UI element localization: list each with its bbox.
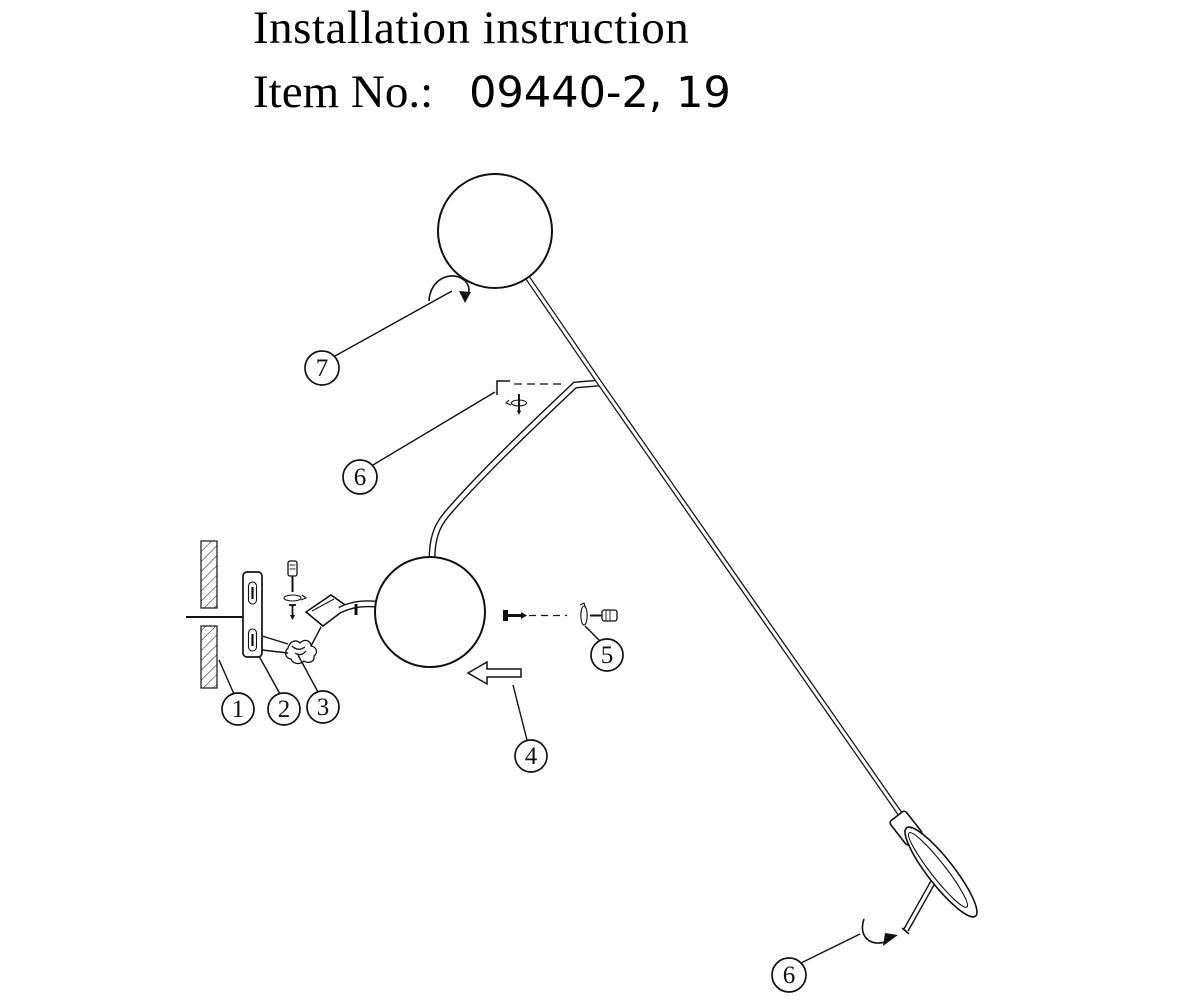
callout-7-label: 7 [316, 355, 329, 382]
joint-screw-upper [496, 380, 562, 415]
leader-line [297, 654, 319, 693]
lower-globe [374, 556, 486, 668]
upper-globe [437, 173, 553, 289]
leader-line [512, 684, 528, 741]
direction-arrow [466, 660, 522, 686]
leader-line [372, 391, 496, 466]
wire-knot [284, 639, 318, 665]
callout-6-lower-label: 6 [783, 962, 796, 989]
page-title: Installation instruction [253, 2, 690, 54]
rotate-arrow-bottom [861, 918, 898, 946]
callout-4: 4 [514, 739, 548, 773]
base-stub [901, 880, 936, 935]
rotate-arrow-top [428, 275, 471, 303]
callout-5: 5 [590, 638, 624, 672]
screwdriver-icon [283, 560, 308, 620]
callout-6-upper-label: 6 [354, 464, 367, 491]
arm-tube [428, 379, 600, 561]
wall-section [200, 540, 218, 689]
callout-7: 7 [304, 350, 340, 386]
base-disc [904, 826, 978, 918]
callout-1: 1 [221, 692, 255, 726]
callout-6-upper: 6 [342, 459, 378, 495]
header: Installation instruction Item No.: 09440-… [253, 0, 731, 121]
leader-lines [218, 290, 861, 964]
pole [520, 269, 913, 830]
leader-line [800, 933, 861, 964]
callout-2-label: 2 [278, 696, 291, 723]
bracket-arm [261, 626, 322, 654]
mounting-bracket [242, 571, 263, 658]
leader-line [584, 625, 602, 643]
callout-5-label: 5 [601, 642, 614, 669]
screw-assembly [503, 602, 618, 626]
callout-4-label: 4 [525, 743, 538, 770]
item-no-label: Item No.: [253, 66, 434, 118]
callout-2: 2 [267, 692, 301, 726]
item-no-line: Item No.: 09440-2, 19 [253, 64, 731, 121]
callout-3: 3 [306, 690, 340, 724]
leader-line [258, 655, 281, 695]
item-no-value: 09440-2, 19 [469, 68, 731, 118]
leader-line [334, 290, 453, 357]
callout-6-lower: 6 [771, 957, 807, 993]
callout-3-label: 3 [317, 694, 330, 721]
callout-1-label: 1 [232, 696, 245, 723]
leader-line [218, 659, 235, 695]
